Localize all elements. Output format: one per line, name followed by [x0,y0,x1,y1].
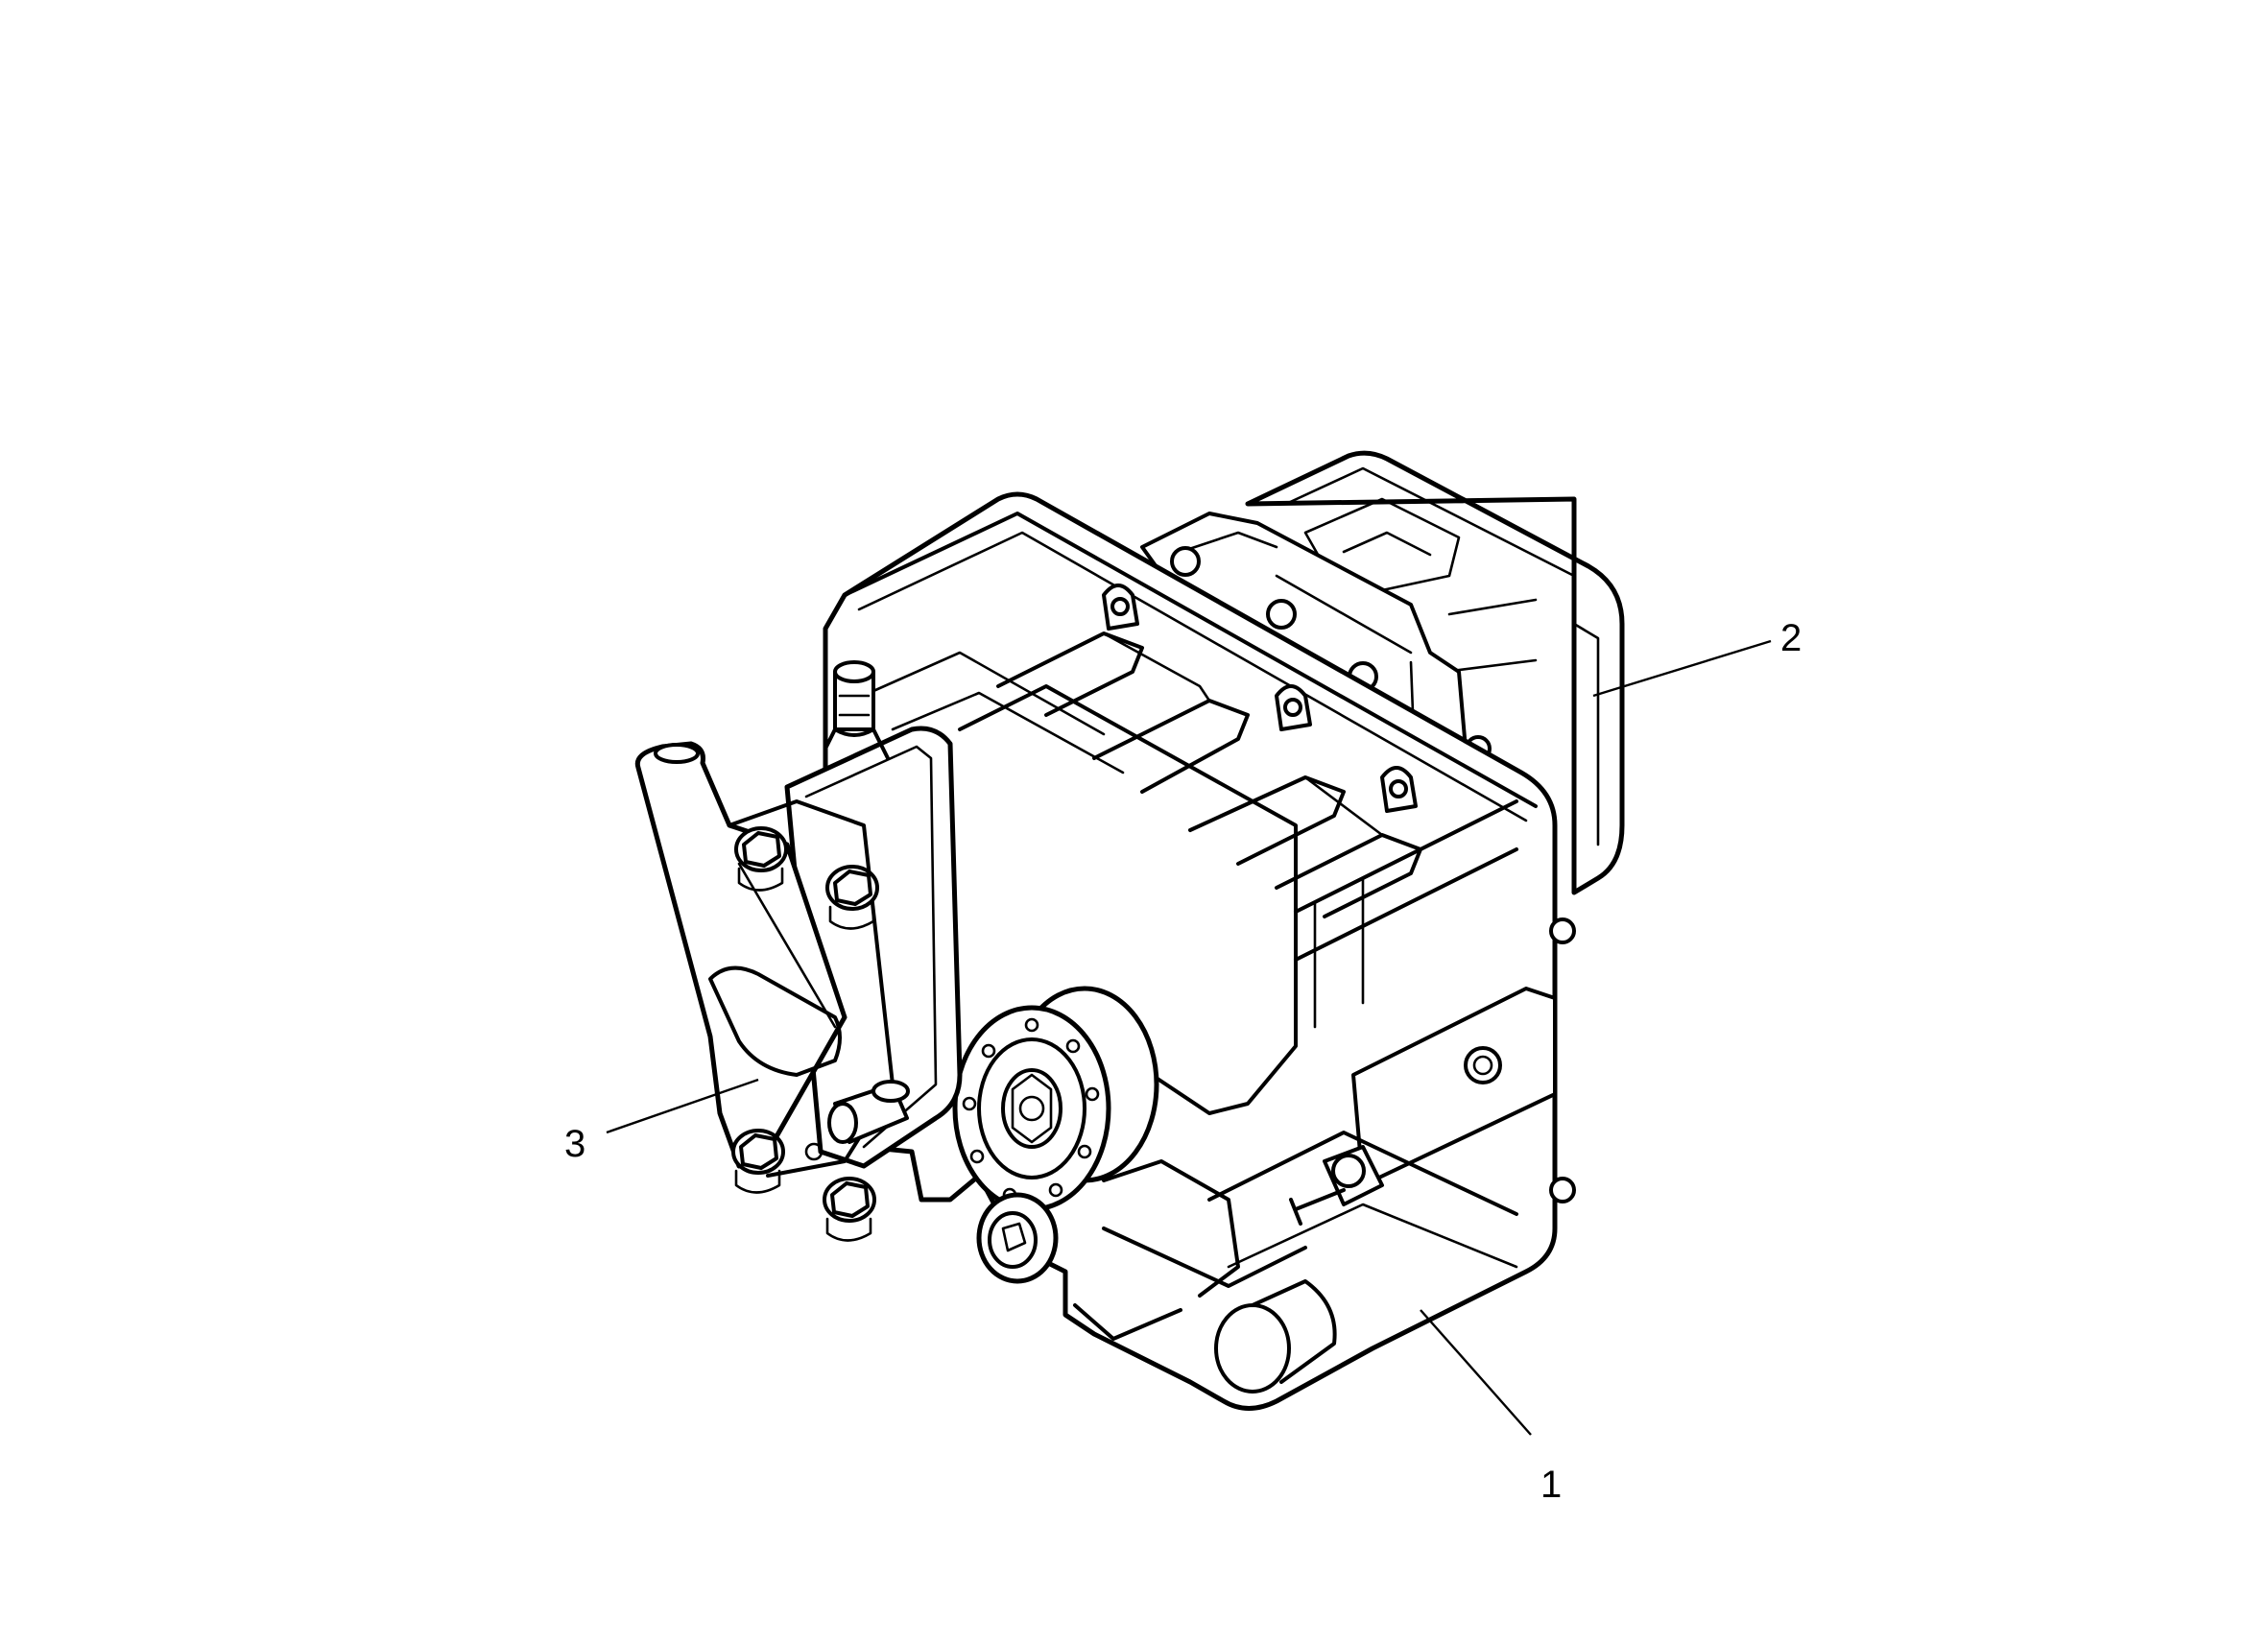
pto-adapter [634,726,963,1242]
adapter-bolt-top-left [734,826,788,892]
output-flange [952,986,1159,1212]
callout-1-leader [1420,1309,1532,1436]
adapter-bolt-bottom-left [731,1129,785,1194]
adapter-bolt-bottom-right [823,1177,876,1242]
callout-3-leader [606,1078,759,1134]
adapter-bolt-top-right [825,865,879,930]
callout-2-label: 2 [1780,617,1802,659]
callout-2: 2 [1592,617,1802,698]
callout-1-label: 1 [1540,1464,1562,1506]
callout-1: 1 [1420,1309,1562,1506]
breather-fitting [824,660,890,760]
drain-plug [976,1192,1059,1284]
callout-3: 3 [564,1078,759,1165]
input-shaft [804,1080,910,1161]
sensor-fitting [1289,1145,1384,1226]
callout-3-label: 3 [564,1123,585,1165]
rear-cover-housing [1245,450,1625,895]
callout-2-leader [1592,639,1772,698]
